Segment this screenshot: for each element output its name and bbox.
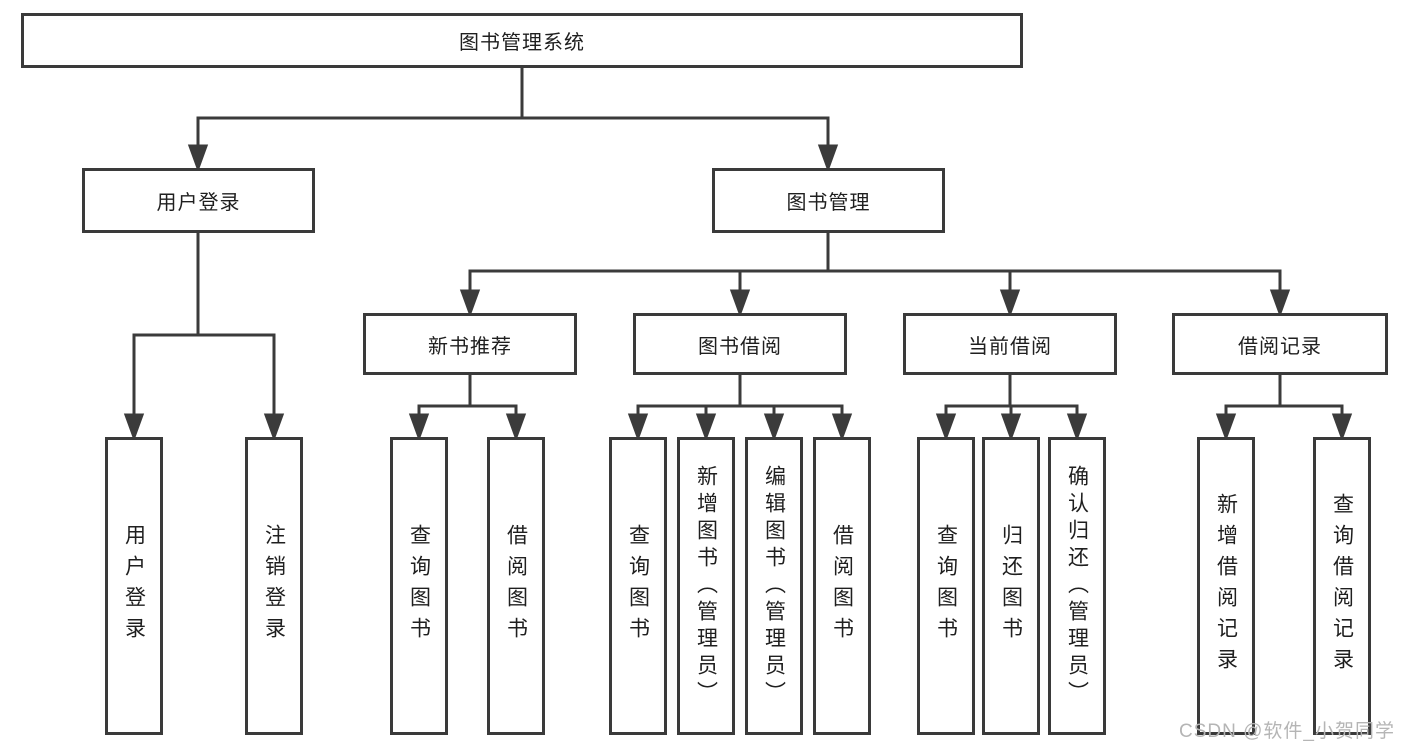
edge-login-to-leaves [123,231,285,442]
edge-records-to-leaves [1215,373,1353,442]
edge-borrow-to-leaves [627,373,853,442]
node-library-system: 图书管理系统 [21,13,1023,68]
leaf-return-books: 归还图书 [982,437,1040,735]
leaf-edit-book-admin: 编辑图书（管理员） [745,437,803,735]
leaf-borrow-books-recommend: 借阅图书 [487,437,545,735]
leaf-user-login: 用户登录 [105,437,163,735]
leaf-add-book-admin: 新增图书（管理员） [677,437,735,735]
node-borrow-records: 借阅记录 [1172,313,1388,375]
leaf-add-borrow-record: 新增借阅记录 [1197,437,1255,735]
node-current-borrow: 当前借阅 [903,313,1117,375]
node-new-book-recommend: 新书推荐 [363,313,577,375]
leaf-query-borrow-record: 查询借阅记录 [1313,437,1371,735]
leaf-query-books-recommend: 查询图书 [390,437,448,735]
node-book-management: 图书管理 [712,168,945,233]
edge-mgmt-to-level3 [459,231,1291,318]
edge-current-to-leaves [935,373,1088,442]
node-book-borrow: 图书借阅 [633,313,847,375]
csdn-watermark: CSDN @软件_小贺同学 [1179,721,1395,742]
leaf-borrow-books: 借阅图书 [813,437,871,735]
leaf-query-books-borrow: 查询图书 [609,437,667,735]
leaf-query-books-current: 查询图书 [917,437,975,735]
edge-recommend-to-leaves [408,373,527,442]
edge-root-to-level2 [187,66,839,173]
leaf-confirm-return-admin: 确认归还（管理员） [1048,437,1106,735]
node-user-login: 用户登录 [82,168,315,233]
leaf-logout: 注销登录 [245,437,303,735]
